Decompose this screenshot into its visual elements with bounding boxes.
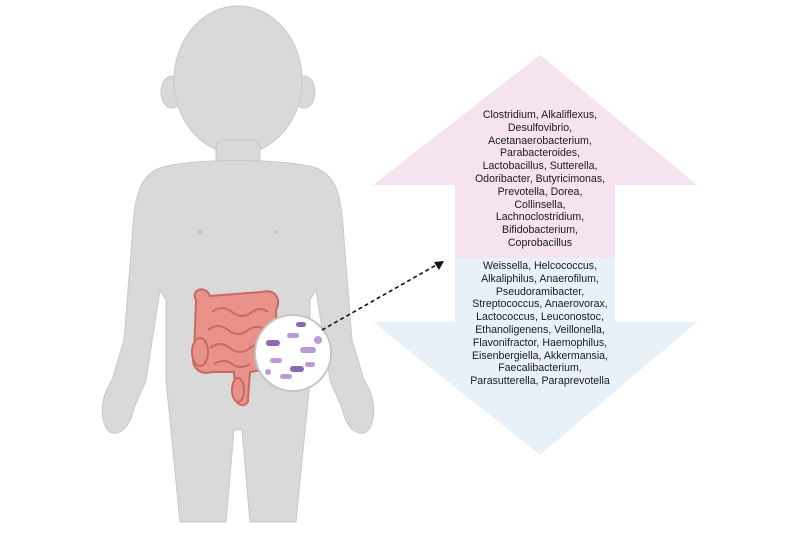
- taxon-line: Coprobacillus: [507, 236, 573, 249]
- intestine-icon: [191, 288, 280, 406]
- taxon-line: Streptococcus, Anaerovorax,: [472, 298, 608, 311]
- taxon-line: Collinsella,: [514, 198, 566, 211]
- taxon-line: Desulfovibrio,: [507, 121, 573, 134]
- decreased-taxa-list: Weissella, Helcococcus, Alkaliphilus, An…: [440, 260, 640, 388]
- taxon-line: Weissella, Helcococcus,: [482, 260, 598, 272]
- dashed-arrow-icon: [321, 261, 444, 331]
- taxon-line: Faecalibacterium,: [498, 362, 582, 375]
- bacteria-magnifier-icon: [254, 314, 332, 392]
- taxon-line: Lachnoclostridium,: [495, 211, 585, 224]
- decreased-arrow-icon: [373, 258, 697, 455]
- taxon-line: Acetanaerobacterium,: [488, 134, 592, 147]
- taxon-line: Bifidobacterium,: [502, 224, 578, 237]
- left-nipple: [198, 230, 202, 234]
- taxon-line: Alkaliphilus, Anaerofilum,: [481, 272, 599, 285]
- taxon-line: Prevotella, Dorea,: [497, 185, 583, 198]
- taxon-line: Parabacteroides,: [499, 147, 581, 160]
- increased-arrow-icon: [373, 55, 697, 258]
- taxon-line: Lactococcus, Leuconostoc,: [476, 311, 604, 324]
- increased-taxa-list: Clostridium, Alkaliflexus, Desulfovibrio…: [440, 109, 640, 250]
- taxon-line: Ethanoligenens, Veillonella,: [475, 323, 605, 336]
- taxon-line: Odoribacter, Butyricimonas,: [474, 172, 606, 185]
- taxon-line: Parasutterella, Paraprevotella: [470, 375, 610, 388]
- taxon-line: Eisenbergiella, Akkermansia,: [471, 349, 609, 362]
- taxon-line: Pseudoramibacter,: [495, 285, 585, 298]
- taxon-line: Clostridium, Alkaliflexus,: [482, 109, 598, 121]
- child-silhouette-icon: [101, 5, 375, 523]
- right-nipple: [274, 230, 278, 234]
- taxon-line: Flavonifractor, Haemophilus,: [472, 336, 608, 349]
- taxon-line: Lactobacillus, Sutterella,: [482, 160, 598, 173]
